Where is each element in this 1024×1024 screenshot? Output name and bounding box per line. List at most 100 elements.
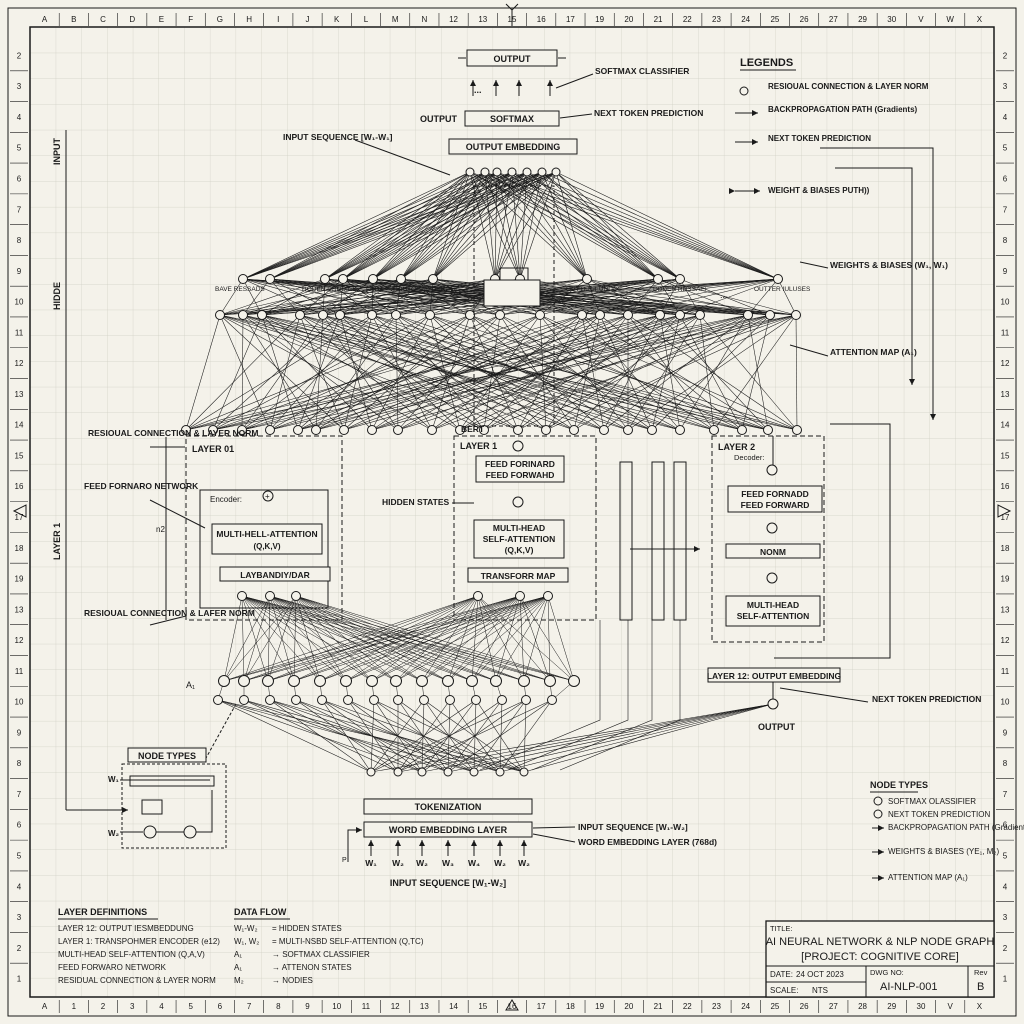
input-token: W₂	[416, 858, 428, 868]
output-node	[767, 698, 779, 710]
connection-line	[223, 595, 297, 682]
connection-line	[679, 278, 779, 316]
layer-01-title: LAYER 01	[192, 444, 234, 454]
connection-line	[241, 314, 324, 431]
input-node	[497, 695, 507, 705]
connection-line	[219, 278, 434, 316]
token-node	[519, 767, 529, 777]
connection-line	[212, 314, 263, 431]
connection-line	[547, 595, 575, 682]
border-label: 12	[449, 15, 458, 24]
connection-line	[555, 171, 588, 280]
attention-map-label: ATTENTION MAP (A₁)	[830, 347, 917, 357]
connection-line	[555, 171, 659, 280]
layer-1-mha-line3: (Q,K,V)	[505, 545, 534, 555]
border-label: 5	[1003, 852, 1008, 861]
connection-line	[295, 595, 321, 682]
layer-01-norm-label: LAYBANDIY/DAR	[240, 570, 310, 580]
hidden-node	[653, 274, 663, 284]
connection-line	[400, 171, 543, 280]
layer-01-norm-box	[219, 566, 331, 582]
layer-node	[291, 591, 301, 601]
input-node	[419, 695, 429, 705]
border-label: 19	[595, 15, 604, 24]
connection-line	[581, 314, 769, 431]
input-token: W₂	[494, 858, 506, 868]
connection-line	[212, 314, 341, 431]
connection-line	[429, 314, 798, 431]
svg-text:+: +	[265, 492, 270, 501]
border-label: 8	[17, 236, 22, 245]
connection-line	[777, 278, 797, 316]
connection-line	[242, 171, 486, 280]
connection-line	[511, 171, 779, 280]
connection-line	[371, 314, 701, 431]
connection-line	[219, 314, 681, 431]
embedding-node	[492, 167, 502, 177]
node-types-legend-item-1: SOFTMAX OLASSIFIER	[888, 797, 976, 806]
connection-line	[469, 314, 519, 431]
hidden-node	[320, 274, 330, 284]
connection-line	[299, 278, 496, 316]
hidden-node	[737, 425, 747, 435]
connection-line	[269, 171, 557, 280]
connection-line	[242, 278, 344, 316]
connection-line	[471, 595, 521, 682]
data-flow: DATA FLOW W₁-W₂ = HIDDEN STATES W₁, W₂ =…	[234, 907, 424, 985]
input-sequence-top-label: INPUT SEQUENCE [W₁-W₁]	[283, 132, 393, 142]
connection-line	[651, 314, 771, 431]
hidden-node	[425, 310, 435, 320]
right-center-marker	[997, 504, 1012, 518]
layer-01-block: LAYER 01 Encoder: + MULTI-HELL-ATTENTION…	[185, 435, 343, 621]
connection-line	[242, 171, 528, 280]
bottom-center-marker	[505, 999, 519, 1011]
border-label: B	[71, 15, 76, 24]
hidden-node	[623, 425, 633, 435]
layer-2-title: LAYER 2	[718, 442, 755, 452]
input-node	[369, 695, 379, 705]
connection-line	[395, 595, 521, 682]
connection-line	[432, 171, 471, 280]
connection-line	[395, 595, 549, 682]
attention-node	[288, 675, 300, 687]
connection-line	[429, 314, 715, 431]
hidden-node	[675, 310, 685, 320]
drawing-title-line2: [PROJECT: COGNITIVE CORE]	[801, 951, 959, 963]
connection-line	[242, 171, 543, 280]
border-label: 7	[1003, 790, 1008, 799]
attention-node	[466, 675, 478, 687]
hidden-node	[577, 310, 587, 320]
hidden-row-label-2: HODEN DRDDIES	[302, 286, 357, 293]
node-types-w2: W₂	[108, 829, 120, 838]
border-label: 1	[17, 975, 22, 984]
connection-line	[519, 595, 551, 682]
connection-line	[370, 699, 527, 773]
hidden-node	[338, 274, 348, 284]
layer-2-mha-line2: SELF-ATTENTION	[737, 611, 810, 621]
connection-line	[494, 171, 543, 280]
attention-node	[390, 675, 402, 687]
ai-label: A₁	[186, 680, 195, 690]
connection-line	[370, 699, 425, 773]
connection-line	[241, 314, 501, 431]
connection-line	[581, 314, 681, 431]
connection-line	[297, 314, 701, 431]
border-label: K	[334, 15, 340, 24]
connection-line	[219, 314, 345, 431]
connection-line	[429, 278, 434, 316]
input-node	[317, 695, 327, 705]
connection-line	[241, 595, 295, 682]
connection-line	[477, 595, 525, 682]
input-token: W₄	[468, 858, 480, 868]
border-label: 9	[17, 728, 22, 737]
connection-line	[242, 278, 263, 316]
hidden-row-label-4: TRIUTORAD DERODE	[392, 286, 460, 293]
hidden-node	[513, 425, 523, 435]
left-center-marker	[12, 504, 27, 518]
border-label: 17	[15, 513, 24, 522]
border-label: 14	[1001, 421, 1010, 430]
hidden-node	[393, 425, 403, 435]
hidden-node	[595, 310, 605, 320]
